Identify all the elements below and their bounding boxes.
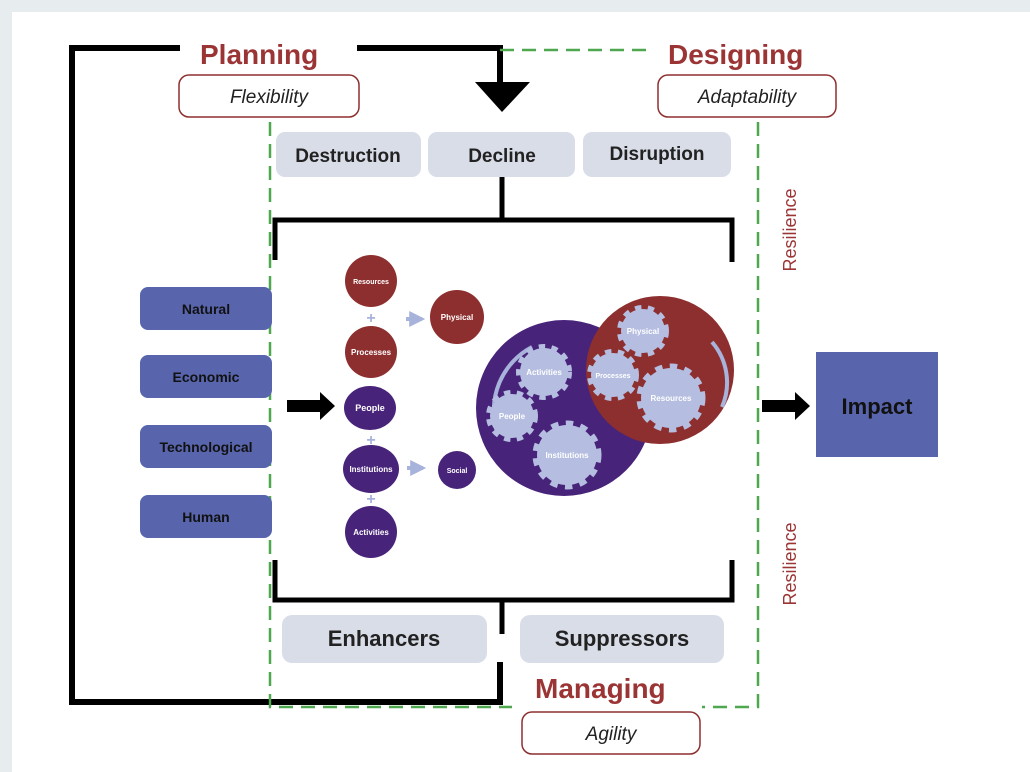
- node-people-label: People: [355, 403, 385, 413]
- node-processes-label: Processes: [351, 348, 392, 357]
- driver-natural-box: [140, 287, 272, 330]
- plus-1: +: [366, 310, 375, 327]
- node-social-label: Social: [447, 468, 468, 475]
- driver-human-label: Human: [182, 509, 229, 525]
- driver-natural-label: Natural: [182, 301, 230, 317]
- driver-economic-label: Economic: [173, 369, 240, 385]
- node-activities: [345, 506, 397, 558]
- input-arrow-head: [320, 392, 335, 420]
- node-people: [344, 386, 396, 430]
- driver-technological-box: [140, 425, 272, 468]
- green-dashed-left-bottom: [268, 122, 512, 709]
- output-arrow-head: [795, 392, 810, 420]
- diagram-svg: Planning Designing Managing Flexibility …: [69, 39, 938, 755]
- managing-label: Managing: [535, 673, 666, 704]
- adaptability-label: Adaptability: [697, 87, 798, 108]
- enhancers-box: [282, 615, 487, 663]
- upper-bracket: [272, 177, 735, 262]
- lower-bracket: [272, 560, 735, 634]
- planning-to-center-line: [357, 45, 503, 82]
- disruption-label: Disruption: [610, 144, 705, 165]
- impact-box: [816, 352, 938, 457]
- node-physical-label: Physical: [441, 313, 473, 322]
- gear-institutions: [532, 420, 602, 490]
- down-arrow: [475, 82, 530, 112]
- resilience-top-label: Resilience: [780, 188, 800, 271]
- driver-human-box: [140, 495, 272, 538]
- resilience-bottom-label: Resilience: [780, 522, 800, 605]
- node-activities-label: Activities: [353, 528, 389, 537]
- gear-people: [486, 390, 538, 442]
- gear-activities: [516, 344, 572, 400]
- node-resources-label: Resources: [353, 279, 389, 286]
- input-arrow-shaft: [287, 400, 322, 412]
- planning-label: Planning: [200, 39, 318, 70]
- node-institutions-label: Institutions: [349, 465, 393, 474]
- enhancers-label: Enhancers: [328, 626, 441, 651]
- node-social: [438, 451, 476, 489]
- plus-3: +: [366, 491, 375, 508]
- driver-technological-label: Technological: [159, 439, 252, 455]
- decline-label: Decline: [468, 146, 536, 167]
- suppressors-label: Suppressors: [555, 626, 690, 651]
- gear-resources: [636, 363, 706, 433]
- adaptability-pill: [657, 74, 837, 118]
- gear-resources-label: Resources: [651, 394, 692, 403]
- designing-label: Designing: [668, 39, 803, 70]
- decline-box: [428, 132, 575, 177]
- suppressors-box: [520, 615, 724, 663]
- agility-label: Agility: [585, 724, 638, 745]
- gear-physical: [617, 305, 669, 357]
- agility-pill: [521, 711, 701, 755]
- plus-2: +: [366, 432, 375, 449]
- gear-people-label: People: [499, 412, 526, 421]
- gear-processes: [587, 349, 639, 401]
- destruction-box: [276, 132, 421, 177]
- flexibility-pill: [178, 74, 360, 118]
- flexibility-label: Flexibility: [230, 87, 310, 108]
- node-physical: [430, 290, 484, 344]
- disruption-box: [583, 132, 731, 177]
- node-resources: [345, 255, 397, 307]
- gear-physical-label: Physical: [627, 327, 659, 336]
- red-cycle-arc: [710, 340, 730, 408]
- gear-activities-label: Activities: [526, 368, 562, 377]
- gear-processes-label: Processes: [595, 373, 630, 380]
- node-processes: [345, 326, 397, 378]
- diagram-canvas: Planning Designing Managing Flexibility …: [12, 12, 1030, 772]
- impact-label: Impact: [842, 394, 914, 419]
- planning-loop-line: [69, 45, 503, 705]
- output-arrow-shaft: [762, 400, 797, 412]
- driver-economic-box: [140, 355, 272, 398]
- node-institutions: [343, 445, 399, 493]
- green-dashed-right: [702, 122, 760, 709]
- destruction-label: Destruction: [295, 146, 401, 167]
- gear-institutions-label: Institutions: [545, 451, 589, 460]
